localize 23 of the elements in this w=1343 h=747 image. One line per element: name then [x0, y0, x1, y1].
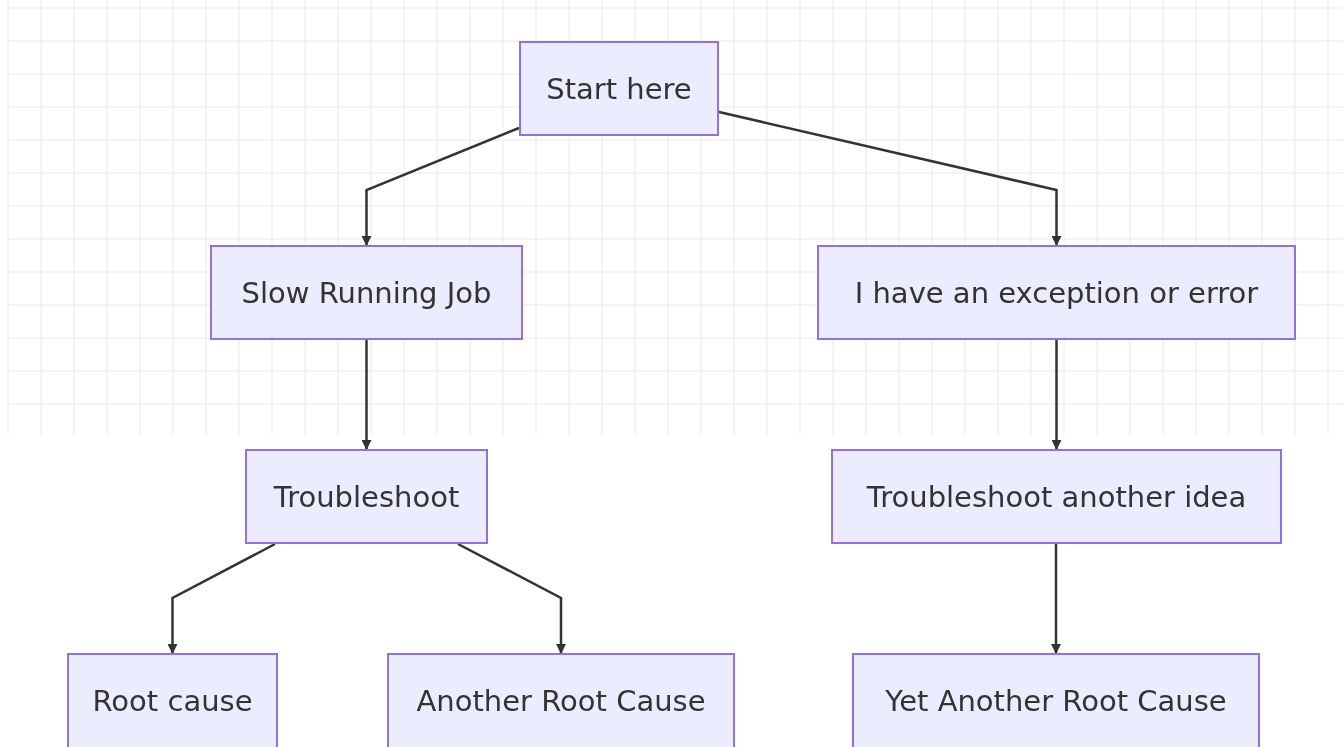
node-label: Another Root Cause — [416, 684, 706, 718]
process-box — [245, 449, 488, 544]
arrow — [361, 340, 372, 450]
process-box — [831, 449, 1282, 544]
process-box — [387, 653, 735, 747]
arrow — [167, 542, 276, 654]
node-label: Start here — [546, 71, 692, 106]
node-label: I have an exception or error — [854, 275, 1259, 310]
arrow — [457, 542, 566, 654]
node-label: Troubleshoot another idea — [866, 479, 1247, 514]
node-label: Slow Running Job — [241, 275, 492, 310]
process-box — [67, 653, 278, 747]
node-label: Troubleshoot — [273, 479, 460, 514]
arrow — [718, 110, 1062, 246]
node-label: Root cause — [92, 684, 253, 718]
arrow — [1051, 544, 1061, 654]
node-label: Yet Another Root Cause — [885, 684, 1227, 718]
process-box — [519, 41, 719, 136]
arrow — [1051, 340, 1062, 450]
process-box — [852, 653, 1260, 747]
arrow — [361, 126, 520, 246]
process-box — [210, 245, 523, 340]
process-box — [817, 245, 1296, 340]
